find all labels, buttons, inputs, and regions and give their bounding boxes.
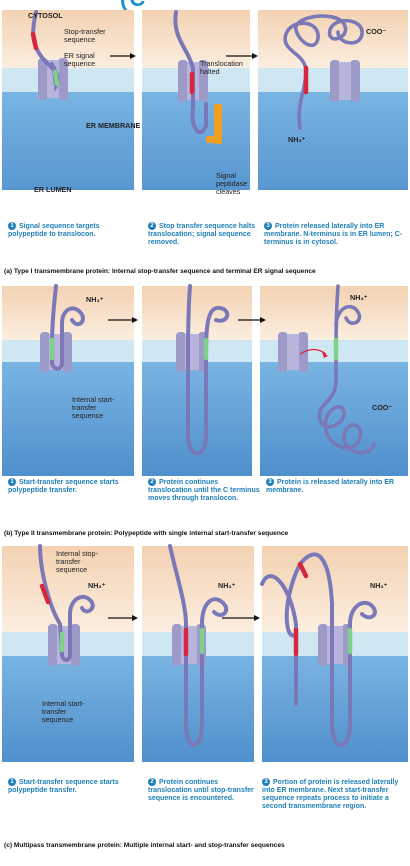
step-number: 1	[8, 778, 16, 786]
polypeptide-b2	[186, 284, 230, 456]
translocon-b3	[278, 332, 308, 372]
step-number: 1	[8, 478, 16, 486]
step-number: 2	[148, 478, 156, 486]
label-nh3-a3: NH₃⁺	[288, 135, 306, 144]
label-internal-start-transfer-b: Internal start-transfer sequence	[72, 395, 115, 421]
label-nh3-b1: NH₃⁺	[86, 295, 104, 304]
label-er-membrane: ER MEMBRANE	[86, 121, 141, 130]
panel-b-illustration	[2, 284, 408, 476]
label-nh3-c3: NH₃⁺	[370, 581, 388, 590]
label-internal-start-transfer-c: Internal start-transfer sequence	[42, 699, 85, 725]
caption-panel-c: (c) Multipass transmembrane protein: Mul…	[4, 842, 285, 849]
label-nh3-b3: NH₃⁺	[350, 293, 368, 302]
polypeptide-b3	[317, 284, 376, 455]
signal-peptidase-shape	[214, 104, 222, 144]
polypeptide-c2	[168, 544, 229, 747]
label-nh3-c2: NH₃⁺	[218, 581, 236, 590]
step-number: 3	[262, 778, 270, 786]
label-nh3-c1: NH₃⁺	[88, 581, 106, 590]
polypeptide-a3	[283, 14, 364, 130]
translocon-b2	[176, 332, 208, 372]
label-stop-transfer-sequence: Stop-transfer sequence	[64, 27, 106, 45]
caption-panel-a: (a) Type I transmembrane protein: Intern…	[4, 268, 316, 275]
caption-panel-b: (b) Type II transmembrane protein: Polyp…	[4, 530, 289, 537]
label-internal-stop-transfer-c: Internal stop-transfer sequence	[56, 549, 98, 575]
polypeptide-c1	[38, 544, 95, 662]
panel-a-illustration	[0, 10, 410, 220]
translocon-b1	[40, 332, 72, 372]
translocon-a3	[330, 60, 360, 102]
step-number: 3	[266, 478, 274, 486]
label-er-lumen: ER LUMEN	[34, 185, 72, 194]
label-signal-peptidase: Signal peptidase cleaves	[216, 171, 248, 197]
translocon-c3	[318, 624, 352, 666]
step-number: 3	[264, 222, 272, 230]
label-cytosol: CYTOSOL	[28, 11, 63, 20]
label-translocation-halted: Translocation halted	[200, 59, 243, 77]
page-title-fragment: (C	[120, 0, 320, 11]
label-coo-a3: COO⁻	[366, 27, 387, 36]
step-number: 1	[8, 222, 16, 230]
step-number: 2	[148, 222, 156, 230]
polypeptide-b1	[50, 284, 85, 371]
label-coo-b3: COO⁻	[372, 403, 393, 412]
step-number: 2	[148, 778, 156, 786]
polypeptide-c3	[260, 552, 377, 747]
label-er-signal-sequence: ER signal sequence	[64, 51, 96, 69]
panel-a-step3-box	[258, 10, 408, 214]
panel-c-illustration	[2, 544, 408, 762]
